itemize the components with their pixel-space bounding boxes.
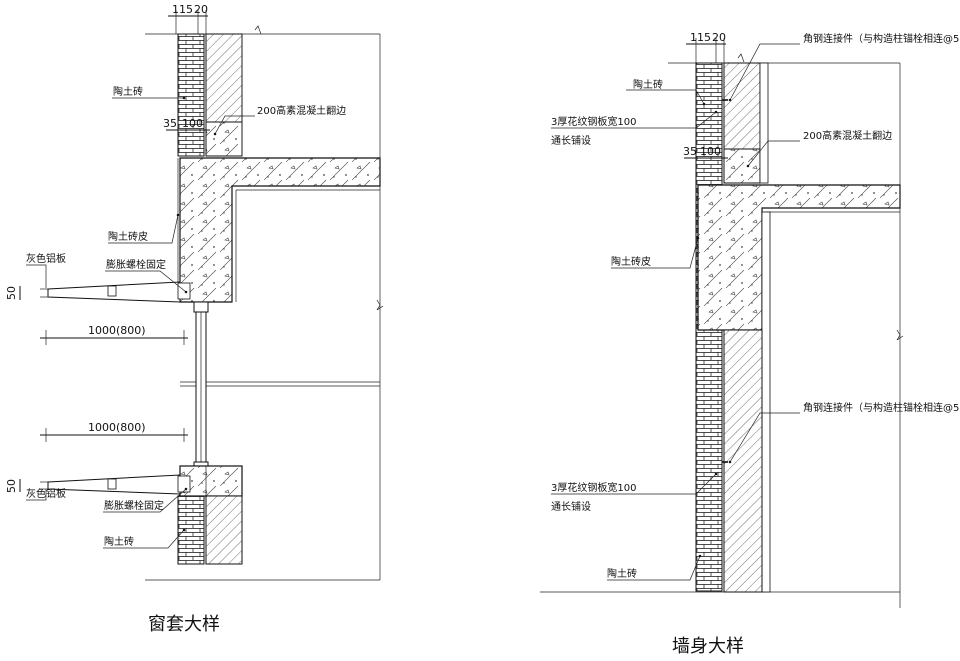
right-dim-20: 20 [712, 31, 726, 44]
left-label-brick-bottom: 陶土砖 [104, 535, 134, 548]
right-label-concrete-curb: 200高素混凝土翻边 [803, 129, 892, 142]
right-label-brick-top: 陶土砖 [633, 78, 663, 91]
right-label-plate-bottom-1: 3厚花纹钢板宽100 [551, 481, 636, 494]
left-dim-width-top: 1000(800) [88, 324, 146, 337]
right-label-plate-bottom-2: 通长铺设 [551, 500, 591, 513]
left-label-brick-top: 陶土砖 [113, 85, 143, 98]
right-label-plate-top-1: 3厚花纹钢板宽100 [551, 115, 636, 128]
left-detail: 115 20 35 100 陶土砖 200高素混凝土翻边 陶土砖皮 灰色铝板 膨… [5, 3, 384, 635]
left-label-bolt-bottom: 膨胀螺栓固定 [104, 499, 164, 512]
right-title: 墙身大样 [672, 636, 744, 657]
left-dim-width-bottom: 1000(800) [88, 421, 146, 434]
right-detail: 115 20 35 100 角钢连接件（与构造柱锚栓相连@500） 陶土砖 3厚… [540, 31, 960, 657]
right-dim-115: 115 [690, 31, 711, 44]
right-label-brick-bottom: 陶土砖 [607, 567, 637, 580]
left-dim-20: 20 [194, 3, 208, 16]
left-label-bolt-top: 膨胀螺栓固定 [106, 258, 166, 271]
left-label-aluminum-top: 灰色铝板 [26, 252, 66, 265]
left-dim-100: 100 [182, 117, 203, 130]
left-dim-50-top: 50 [5, 286, 18, 300]
right-dim-100: 100 [700, 145, 721, 158]
right-label-plate-top-2: 通长铺设 [551, 134, 591, 147]
left-label-brick-skin: 陶土砖皮 [108, 230, 148, 243]
left-dim-35: 35 [163, 117, 177, 130]
right-label-angle-bottom: 角钢连接件（与构造柱锚栓相连@500） [803, 401, 960, 414]
left-dim-115: 115 [172, 3, 193, 16]
right-dim-35: 35 [683, 145, 697, 158]
right-label-brick-skin: 陶土砖皮 [611, 255, 651, 268]
left-dim-50-bottom: 50 [5, 479, 18, 493]
left-label-aluminum-bottom: 灰色铝板 [26, 487, 66, 500]
left-title: 窗套大样 [148, 614, 220, 635]
left-label-concrete-curb: 200高素混凝土翻边 [257, 104, 346, 117]
right-label-angle-top: 角钢连接件（与构造柱锚栓相连@500） [803, 32, 960, 45]
